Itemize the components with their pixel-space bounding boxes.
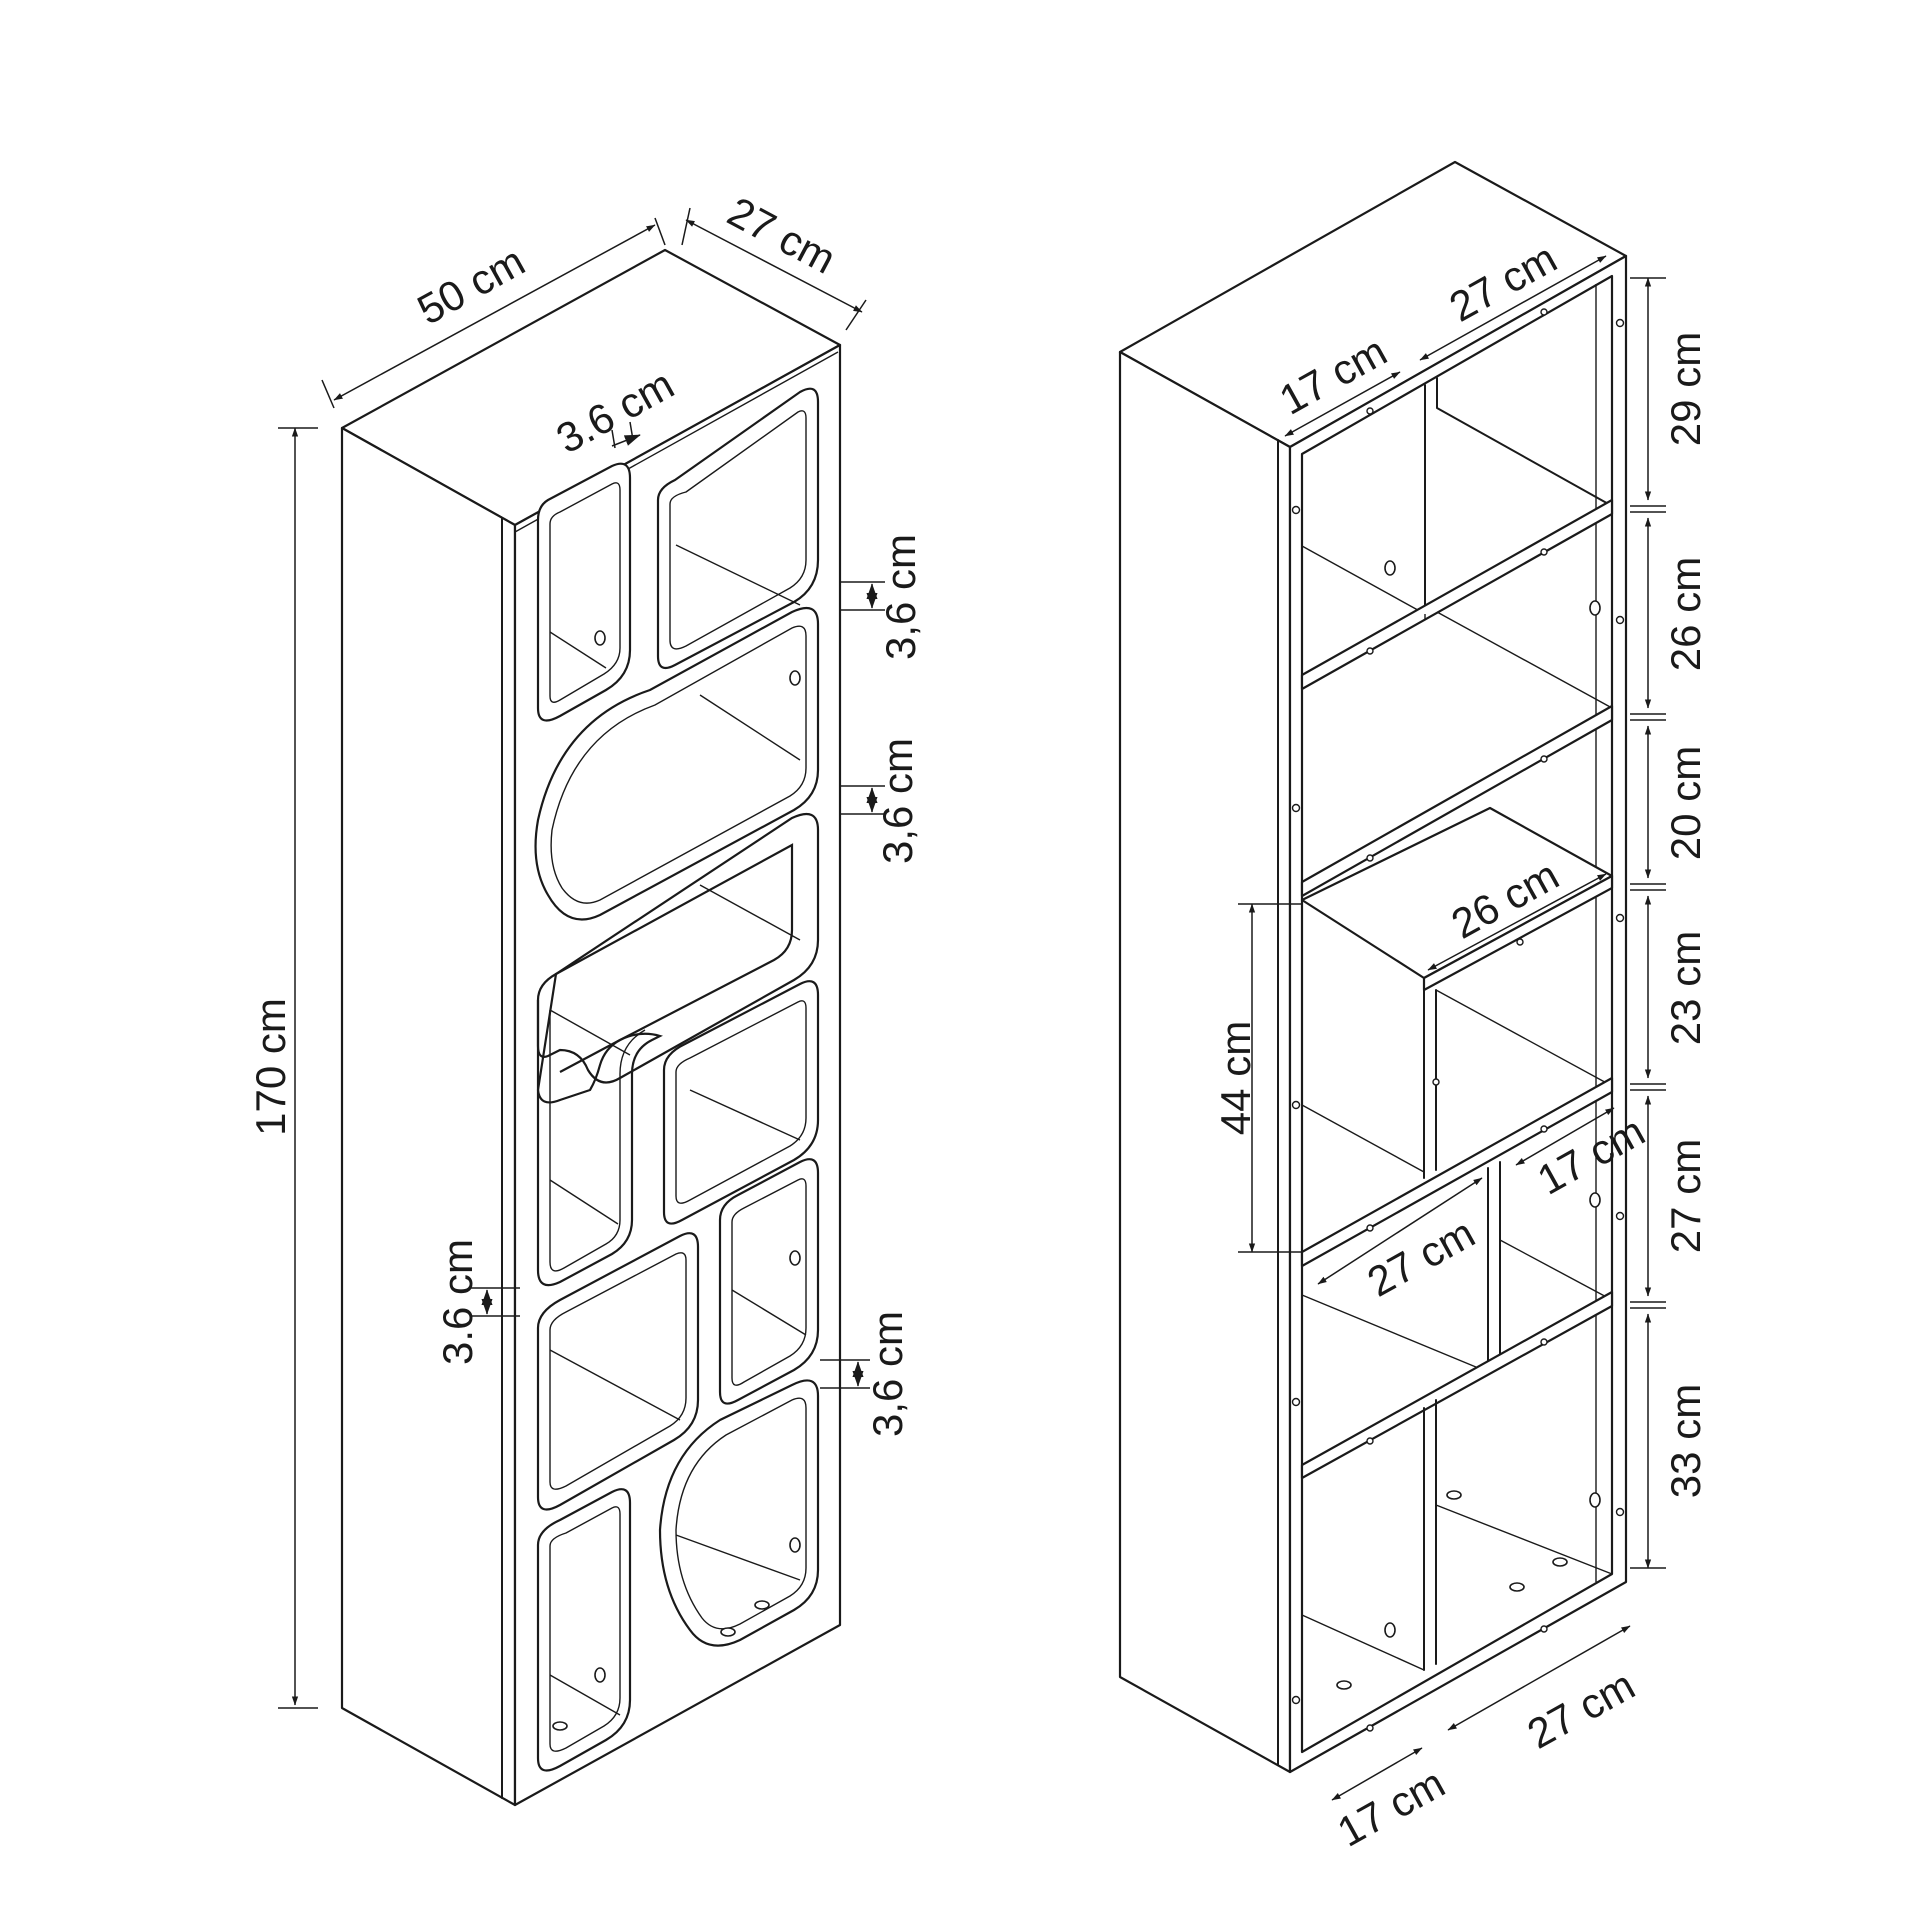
left-side-face [340,426,517,1807]
left-gap-upper-1-label: 3,6 cm [877,534,924,660]
left-depth-label: 27 cm [720,188,843,283]
right-bottom-large-label: 27 cm [1520,1661,1643,1758]
right-left-height-label: 44 cm [1212,1021,1259,1135]
left-height-label: 170 cm [247,998,294,1136]
left-gap-upper-2-label: 3,6 cm [874,738,921,864]
right-h5-label: 27 cm [1662,1139,1709,1253]
left-openings [534,387,820,1772]
right-h6-label: 33 cm [1662,1384,1709,1498]
left-gap-left-label: 3.6 cm [434,1239,481,1365]
right-holes [1291,308,1625,1732]
right-h4-label: 23 cm [1662,931,1709,1045]
right-opening [1300,274,1614,1754]
right-bottom-small-label: 17 cm [1330,1759,1453,1856]
left-bookcase: 50 cm 27 cm 170 cm 3.6 cm 3,6 cm 3,6 cm … [247,188,924,1807]
right-h3-label: 20 cm [1662,746,1709,860]
right-dimensions [1238,255,1666,1801]
right-h1-label: 29 cm [1662,332,1709,446]
left-holes [552,630,801,1731]
right-h2-label: 26 cm [1662,557,1709,671]
right-bookcase: 17 cm 27 cm 29 cm 26 cm 20 cm 23 cm 27 c… [1118,160,1709,1856]
left-dimensions [278,207,885,1709]
left-gap-lower-label: 3,6 cm [864,1311,911,1437]
left-width-label: 50 cm [410,237,533,334]
right-side-face [1118,350,1292,1774]
